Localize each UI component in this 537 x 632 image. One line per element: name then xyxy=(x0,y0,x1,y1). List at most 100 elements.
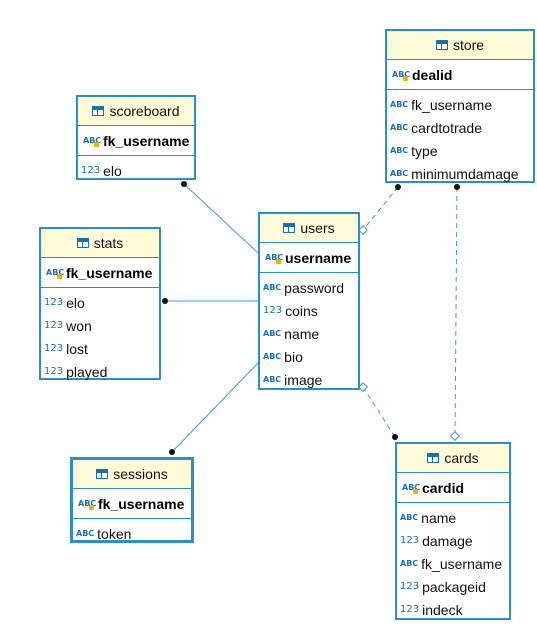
link-end-dot xyxy=(181,181,187,187)
pk-name: username xyxy=(285,249,352,266)
entity-header: scoreboard xyxy=(78,97,194,126)
key-icon: ABC xyxy=(265,253,284,264)
type-icon: 123 xyxy=(400,535,420,546)
attribute-name: name xyxy=(421,509,457,526)
entity-header: store xyxy=(387,31,533,60)
link-scoreboard-users xyxy=(183,183,259,254)
attribute-name: indeck xyxy=(422,601,463,618)
attribute-name: elo xyxy=(66,294,85,311)
attribute-name: damage xyxy=(422,532,473,549)
attribute-name: fk_username xyxy=(411,96,493,113)
table-icon xyxy=(76,238,89,248)
attribute-name: type xyxy=(411,142,438,159)
pk-name: fk_username xyxy=(66,264,153,281)
type-icon: ABC xyxy=(390,146,409,155)
link-store-users xyxy=(362,186,399,231)
entity-header: cards xyxy=(397,444,509,473)
attribute-name: cardtotrade xyxy=(411,119,482,136)
pk-name: fk_username xyxy=(103,132,190,149)
type-icon: ABC xyxy=(76,529,95,538)
type-icon: ABC xyxy=(263,329,282,338)
type-icon: 123 xyxy=(81,165,101,176)
type-icon: 123 xyxy=(44,297,64,308)
attribute-name: lost xyxy=(66,340,88,357)
type-icon: 123 xyxy=(44,320,64,331)
pk-name: fk_username xyxy=(98,495,185,512)
table-icon xyxy=(92,106,105,116)
key-icon: ABC xyxy=(83,136,102,147)
attribute-name: name xyxy=(284,325,320,342)
type-icon: ABC xyxy=(263,375,282,384)
link-end-dot xyxy=(392,434,398,440)
attribute-name: played xyxy=(66,363,108,380)
entity-title: sessions xyxy=(113,466,168,482)
type-icon: 123 xyxy=(44,343,64,354)
type-icon: ABC xyxy=(400,559,419,568)
type-icon: ABC xyxy=(263,283,282,292)
attribute-name: coins xyxy=(285,302,318,319)
entity-title: stats xyxy=(93,235,124,251)
attribute-name: packageid xyxy=(422,578,486,595)
type-icon: 123 xyxy=(400,581,420,592)
attribute-name: bio xyxy=(284,348,303,365)
entity-title: cards xyxy=(444,450,479,466)
entity-header: sessions xyxy=(73,460,191,489)
link-end-optional xyxy=(450,431,460,441)
attribute-name: password xyxy=(284,279,345,296)
link-end-dot xyxy=(395,184,401,190)
type-icon: 123 xyxy=(263,305,283,316)
type-icon: 123 xyxy=(44,366,64,377)
link-end-dot xyxy=(169,449,175,455)
type-icon: ABC xyxy=(390,169,409,178)
entity-header: users xyxy=(260,214,358,243)
table-icon xyxy=(435,40,448,50)
link-end-optional xyxy=(358,225,368,235)
link-users-cards xyxy=(362,386,396,438)
type-icon: ABC xyxy=(390,100,409,109)
key-icon: ABC xyxy=(402,483,421,494)
entity-title: scoreboard xyxy=(109,103,180,119)
table-icon xyxy=(283,223,296,233)
attribute-name: won xyxy=(66,317,92,334)
key-icon: ABC xyxy=(78,499,97,510)
entity-title: store xyxy=(452,37,485,53)
key-icon: ABC xyxy=(392,70,411,81)
entity-title: users xyxy=(300,220,335,236)
type-icon: 123 xyxy=(400,604,420,615)
attribute-name: image xyxy=(284,371,323,388)
link-end-dot xyxy=(454,184,460,190)
table-icon xyxy=(96,469,109,479)
link-end-dot xyxy=(162,298,168,304)
attribute-name: token xyxy=(97,525,132,542)
